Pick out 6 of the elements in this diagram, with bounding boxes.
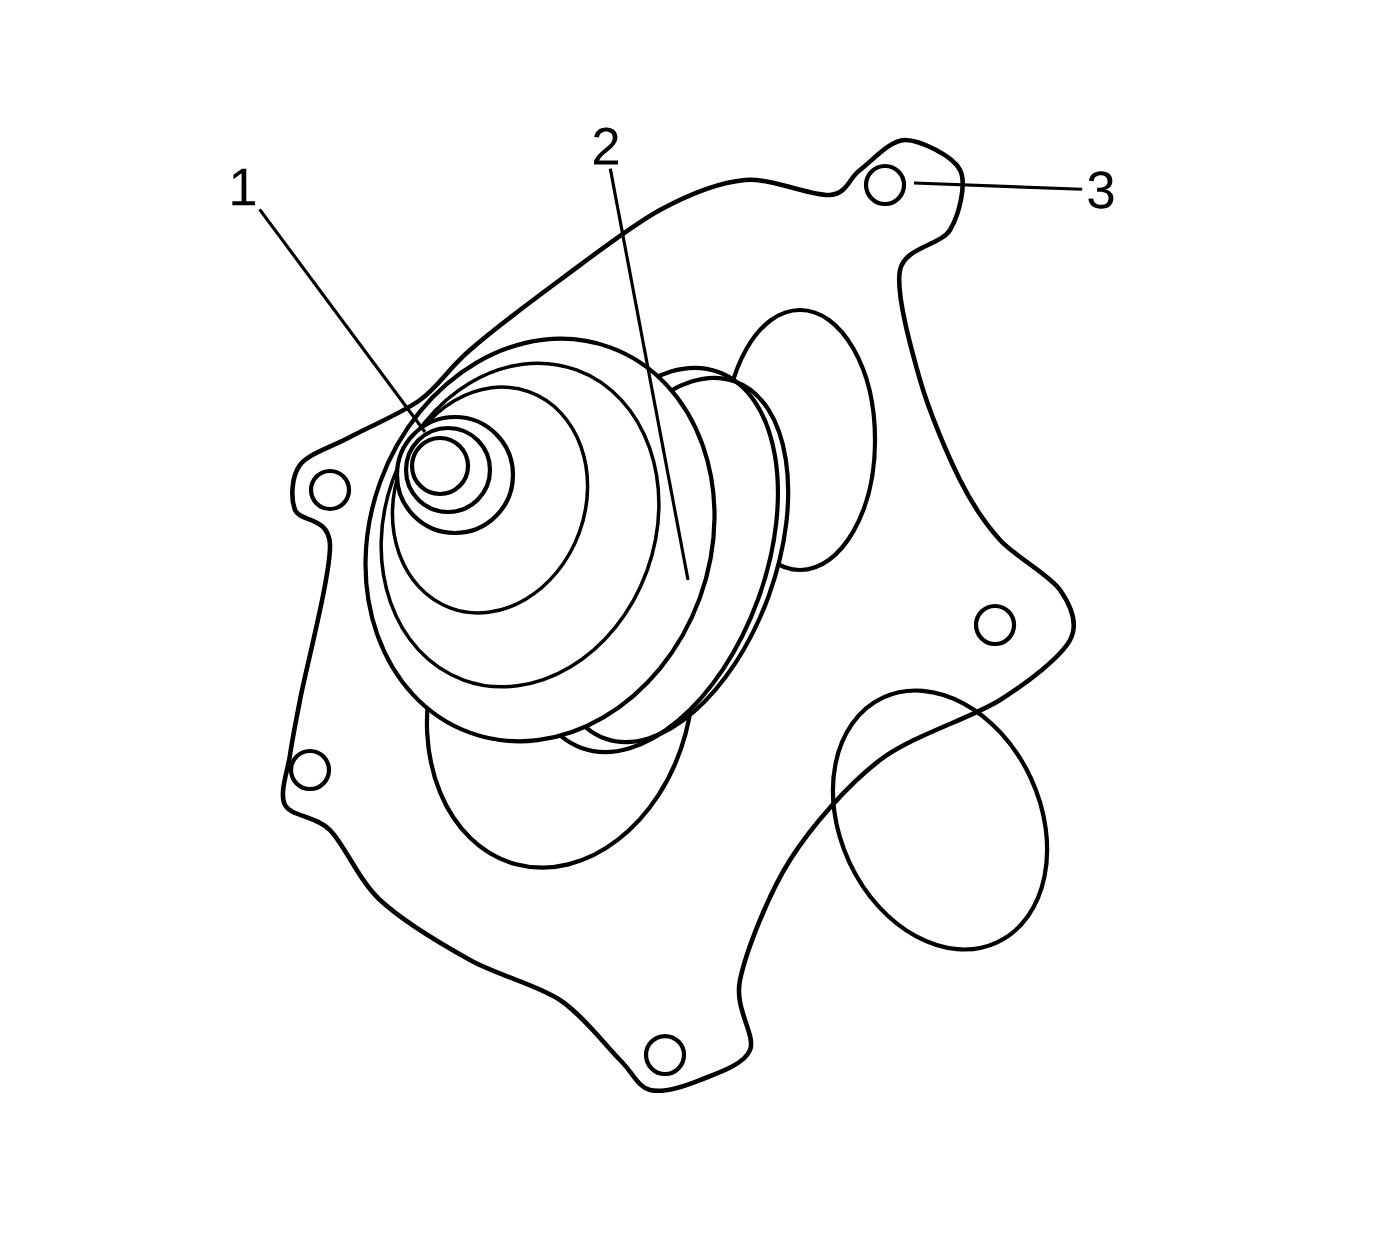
leader-line	[258, 208, 427, 433]
callout-number: 3	[1088, 171, 1114, 209]
callout-number: 2	[594, 127, 619, 165]
leader-line	[608, 168, 690, 581]
callout-number: 1	[232, 168, 256, 206]
leader-line	[913, 181, 1083, 191]
